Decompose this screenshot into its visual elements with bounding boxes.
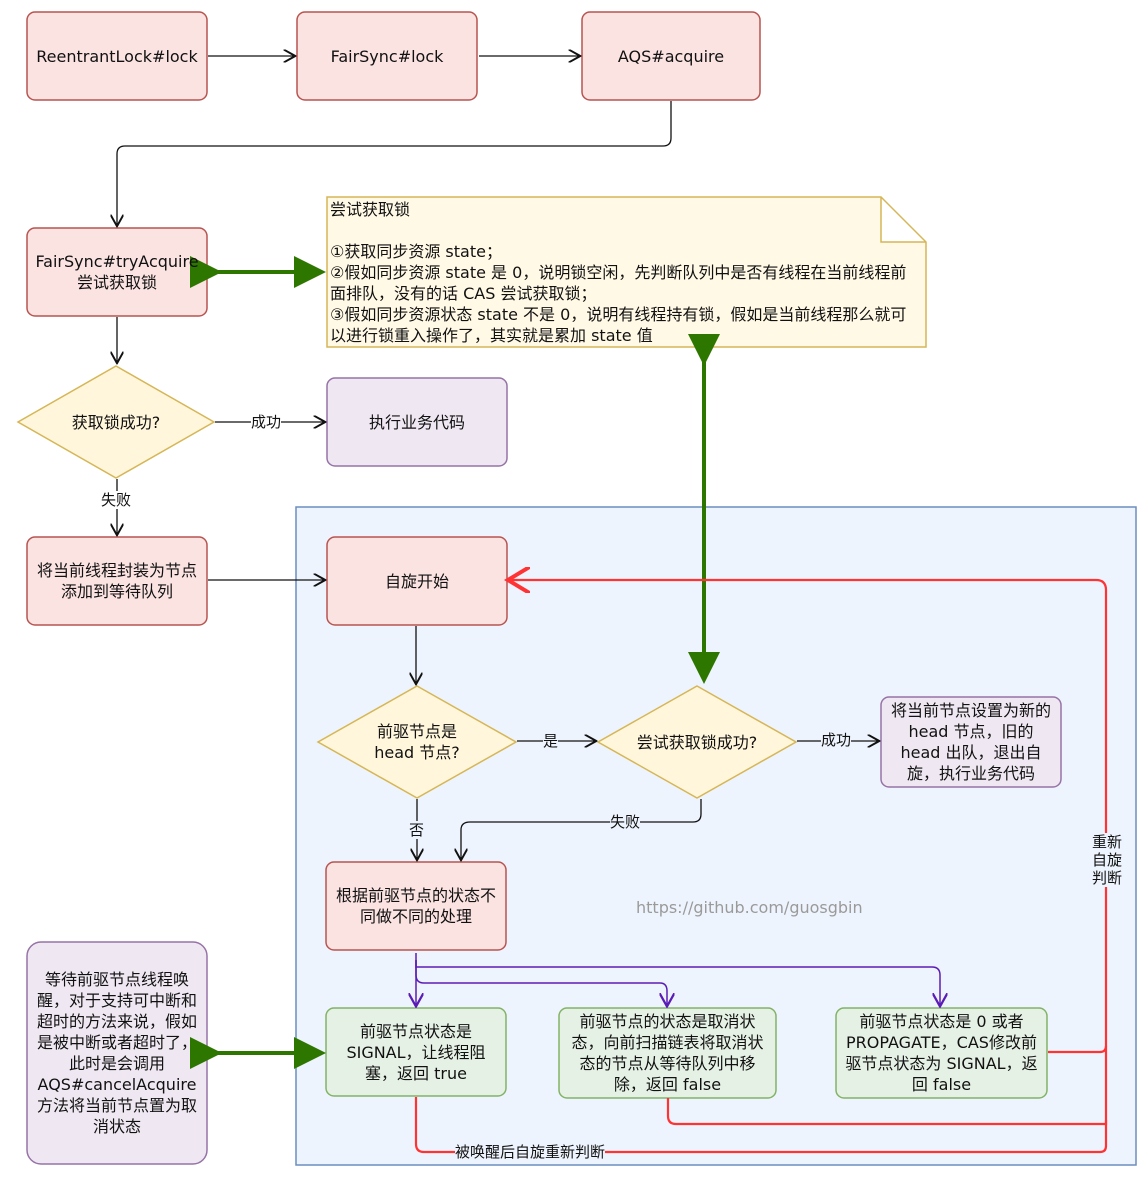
node-pred-is-head[interactable]: 前驱节点是 head 节点?	[374, 722, 460, 762]
edge-to-propagate	[415, 960, 940, 1005]
label-respin: 重新 自旋 判断	[1092, 833, 1123, 887]
shape-reentrant-lock	[26, 11, 208, 101]
node-try-acquire-success[interactable]: 尝试获取锁成功?	[636, 732, 758, 752]
node-cancelled[interactable]: 前驱节点的状态是取消状态，向前扫描链表将取消状态的节点从等待队列中移除，返回 f…	[571, 1012, 764, 1094]
node-wait-pred[interactable]: 等待前驱节点线程唤醒，对于支持可中断和超时的方法来说，假如是被中断或者超时了，此…	[36, 970, 197, 1136]
node-propagate[interactable]: 前驱节点状态是 0 或者 PROPAGATE，CAS修改前驱节点状态为 SIGN…	[845, 1012, 1038, 1094]
node-try-acquire[interactable]: FairSync#tryAcquire 尝试获取锁	[35, 252, 199, 292]
label-success-2: 成功	[821, 731, 852, 749]
shape-add-waiter	[26, 536, 208, 626]
node-reentrant-lock[interactable]: ReentrantLock#lock	[36, 46, 198, 66]
shape-pred-is-head	[316, 685, 518, 799]
node-acquire-success[interactable]: 获取锁成功?	[71, 412, 161, 432]
edge-aqs-to-tryacquire	[117, 101, 672, 225]
shape-propagate	[835, 1007, 1048, 1099]
label-success-1: 成功	[251, 413, 282, 431]
watermark: https://github.com/guosgbin	[636, 898, 863, 917]
shape-note	[326, 196, 927, 348]
shape-signal	[325, 1007, 507, 1097]
node-by-pred-status[interactable]: 根据前驱节点的状态不同做不同的处理	[335, 886, 496, 926]
node-signal[interactable]: 前驱节点状态是 SIGNAL，让线程阻塞，返回 true	[346, 1021, 486, 1083]
label-no: 否	[409, 821, 425, 839]
shape-acquire-success	[16, 365, 216, 479]
shape-try-acquire-success	[596, 685, 798, 799]
edge-respin	[510, 580, 1108, 1054]
shape-set-head	[880, 696, 1062, 788]
shape-run-business	[326, 377, 508, 467]
note-try-acquire[interactable]: 尝试获取锁 ①获取同步资源 state； ②假如同步资源 state 是 0，说…	[330, 200, 907, 345]
node-aqs-acquire[interactable]: AQS#acquire	[617, 46, 725, 66]
node-set-head[interactable]: 将当前节点设置为新的 head 节点，旧的 head 出队，退出自旋，执行业务代…	[890, 701, 1051, 783]
shape-by-pred-status	[325, 861, 507, 951]
node-run-business[interactable]: 执行业务代码	[368, 412, 465, 432]
shape-aqs-acquire	[581, 11, 761, 101]
node-fairsync-lock[interactable]: FairSync#lock	[330, 46, 444, 66]
node-spin-start[interactable]: 自旋开始	[384, 571, 449, 591]
label-fail-2: 失败	[610, 813, 641, 831]
edge-cancelled-loop	[666, 1046, 1108, 1126]
edge-woken	[414, 1097, 1108, 1154]
label-yes: 是	[543, 732, 559, 750]
shape-fairsync-lock	[296, 11, 478, 101]
edge-to-cancelled	[415, 960, 667, 1005]
label-fail-1: 失败	[101, 491, 132, 509]
edge-fail	[461, 799, 702, 859]
label-woken: 被唤醒后自旋重新判断	[455, 1143, 606, 1161]
node-add-waiter[interactable]: 将当前线程封装为节点添加到等待队列	[36, 561, 197, 601]
